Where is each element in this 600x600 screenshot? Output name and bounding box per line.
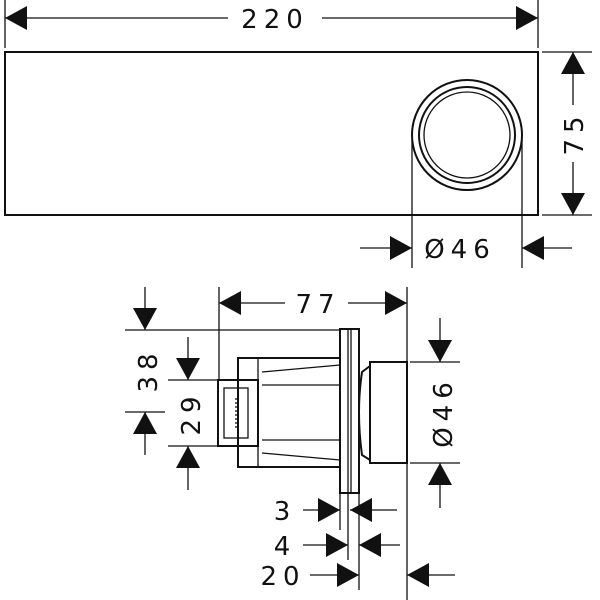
dimension-knob-diameter-top: Ø46 [360,140,572,268]
dimension-label-29: 29 [177,390,207,435]
dimension-label-38: 38 [134,347,164,392]
dimension-label-75: 75 [560,110,590,155]
dimension-label-diameter-46: Ø46 [424,235,496,265]
dimension-75: 75 [542,51,592,216]
dimension-label-3: 3 [274,497,297,527]
dimension-label-diameter-46-side: Ø46 [429,376,459,448]
dimension-label-20: 20 [260,562,305,592]
dimension-29: 29 [168,337,218,490]
dimension-220: 220 [4,0,539,48]
knob-side [358,361,408,464]
dimension-3: 3 [274,497,397,527]
dimension-4: 4 [274,532,400,562]
valve-body [217,357,341,468]
side-view: 77 38 29 Ø4 [125,287,460,600]
dimension-knob-diameter-side: Ø46 [410,318,460,508]
dimension-77: 77 [218,287,408,600]
dimension-38: 38 [125,287,340,455]
panel-outline [4,51,539,216]
dimension-label-77: 77 [295,290,340,320]
mounting-plate [339,328,360,590]
dimension-label-220: 220 [241,5,309,35]
knob-front [411,79,523,191]
top-view: 220 75 Ø46 [4,0,592,268]
dimension-20: 20 [260,562,455,592]
dimension-label-4: 4 [274,532,297,562]
